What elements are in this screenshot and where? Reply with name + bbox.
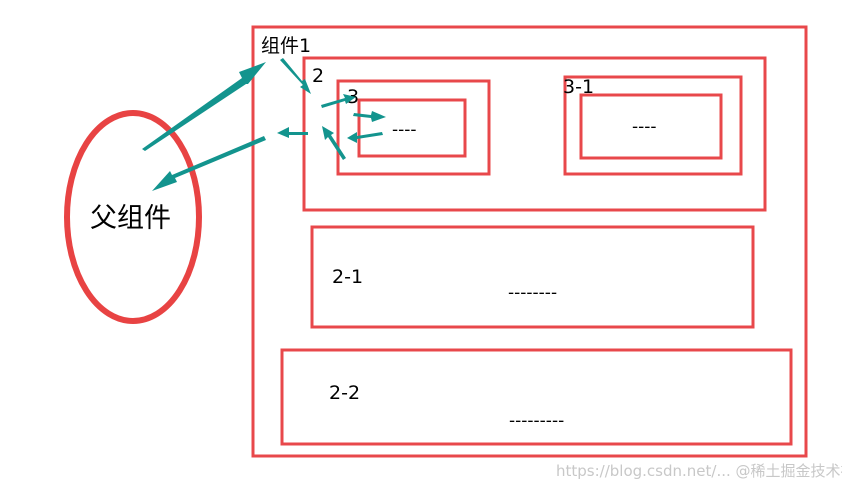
arrow-component1-to-parent [152, 136, 266, 191]
arrow-box3-to-box2 [322, 126, 346, 160]
watermark: https://blog.csdn.net/... @稀土掘金技术社区 [556, 462, 842, 480]
parent-component-label: 父组件 [90, 203, 171, 234]
box-3-1-outer [563, 75, 743, 176]
arrow-box3-back [347, 132, 383, 143]
box-2-2-content: --------- [509, 411, 564, 431]
box-3-1-content: ---- [632, 117, 657, 137]
arrow-box2-to-box3 [321, 94, 356, 108]
parent-component-ellipse [64, 110, 202, 324]
box-2-2 [280, 348, 793, 446]
box-3-outer [336, 79, 491, 176]
box-3-1-label: 3-1 [563, 76, 594, 98]
box-2-1 [310, 225, 755, 329]
box-2-label: 2 [312, 65, 324, 87]
box-2-1-content: -------- [508, 283, 557, 303]
box-3-inner [357, 98, 467, 158]
box-3-content: ---- [392, 120, 417, 140]
box-3-1-inner [579, 93, 723, 160]
box-2-1-label: 2-1 [332, 266, 363, 288]
arrow-parent-to-component1 [142, 62, 266, 151]
arrow-component1-to-box2 [280, 58, 311, 94]
arrow-into-box3 [353, 111, 386, 122]
component1-box [251, 25, 808, 458]
arrow-box2-to-component1 [277, 127, 308, 138]
component1-label: 组件1 [261, 35, 311, 57]
box-2-2-label: 2-2 [329, 382, 360, 404]
